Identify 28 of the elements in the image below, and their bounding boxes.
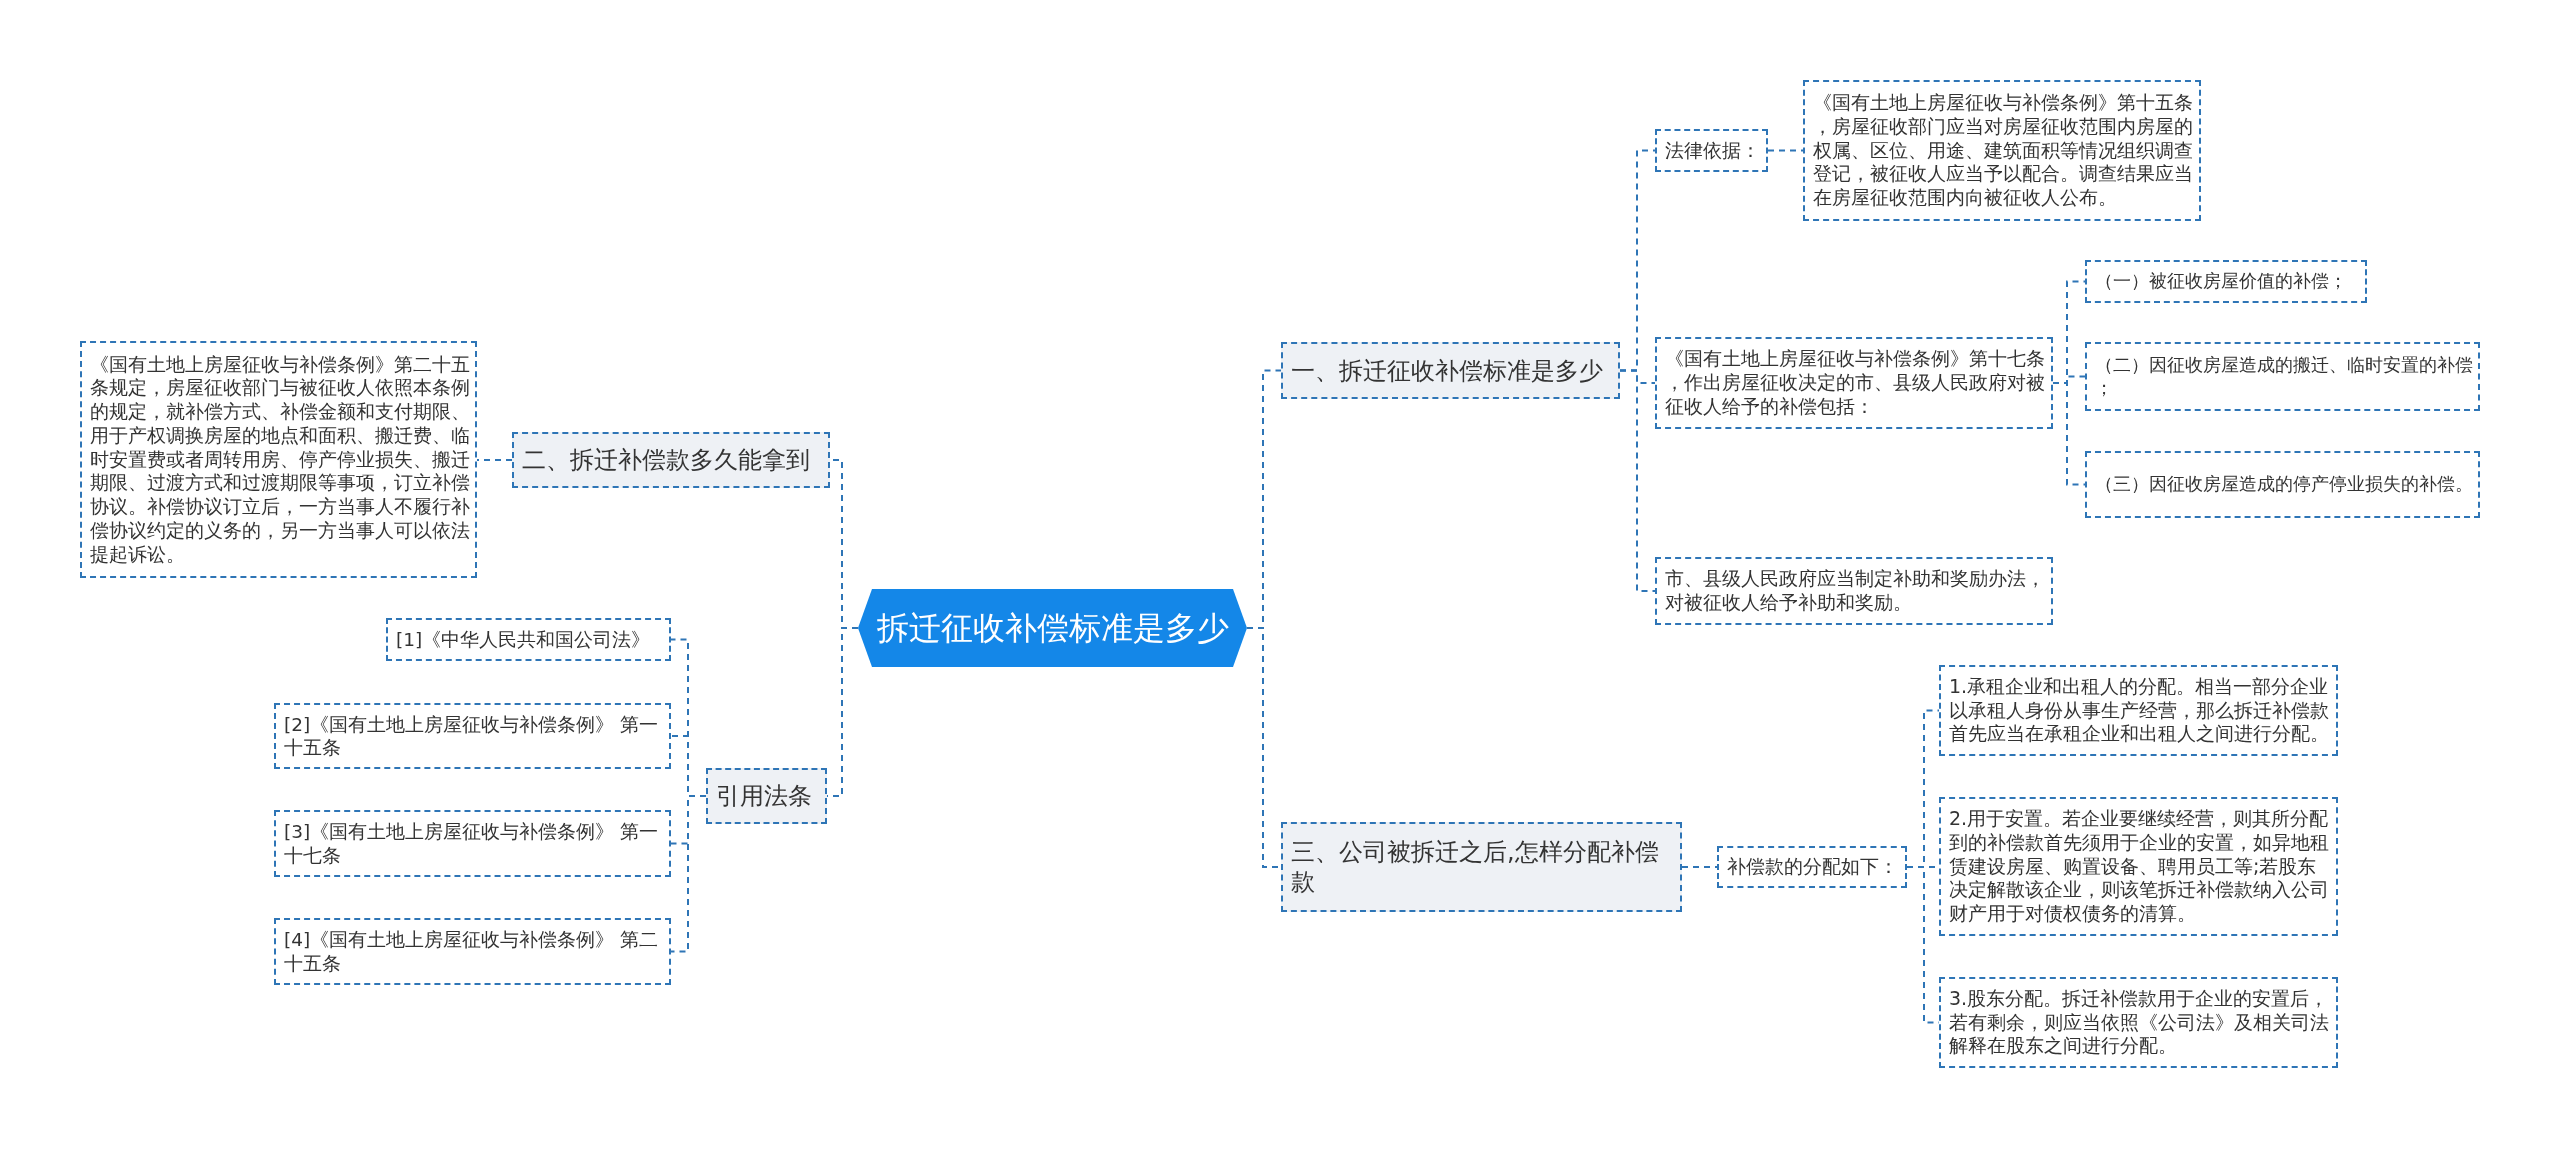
connector-line (1767, 149, 1804, 152)
connector-line (2052, 382, 2086, 486)
central-topic-hexagon: 拆迁征收补偿标准是多少 (858, 589, 1247, 667)
connector-line (1681, 866, 1718, 868)
text-box: [1]《中华人民共和国公司法》 (386, 618, 671, 661)
text-box: （二）因征收房屋造成的搬迁、临时安置的补偿； (2085, 342, 2480, 411)
text-box: 法律依据： (1655, 129, 1768, 172)
text-box: [3]《国有土地上房屋征收与补偿条例》 第一十七条 (274, 810, 671, 877)
topic-box: 二、拆迁补偿款多久能拿到 (512, 432, 830, 488)
connector-line (476, 459, 513, 461)
text-box: 3.股东分配。拆迁补偿款用于企业的安置后，若有剩余，则应当依照《公司法》及相关司法解释在股东之间进行分配。 (1939, 977, 2338, 1068)
text-box: [2]《国有土地上房屋征收与补偿条例》 第一十五条 (274, 703, 671, 769)
connector-line (826, 627, 859, 797)
text-box: 2.用于安置。若企业要继续经营，则其所分配到的补偿款首先须用于企业的安置，如异地租赁建设房屋、购置设备、聘用员工等;若股东决定解散该企业，则该笔拆迁补偿款纳入公司财产用于对债权债务的清算。 (1939, 797, 2338, 936)
text-box: 《国有土地上房屋征收与补偿条例》第十五条，房屋征收部门应当对房屋征收范围内房屋的权属、区位、用途、建筑面积等情况组织调查登记，被征收人应当予以配合。调查结果应当在房屋征收范围内向被征收人公布。 (1803, 80, 2201, 221)
text-box: 市、县级人民政府应当制定补助和奖励办法，对被征收人给予补助和奖励。 (1655, 557, 2053, 625)
topic-box: 引用法条 (706, 768, 827, 824)
text-box: 1.承租企业和出租人的分配。相当一部分企业以承租人身份从事生产经营，那么拆迁补偿款首先应当在承租企业和出租人之间进行分配。 (1939, 665, 2338, 756)
text-box: （三）因征收房屋造成的停产停业损失的补偿。 (2085, 451, 2480, 518)
topic-box: 三、公司被拆迁之后,怎样分配补偿款 (1281, 822, 1682, 912)
text-box: 《国有土地上房屋征收与补偿条例》第十七条，作出房屋征收决定的市、县级人民政府对被征收人给予的补偿包括： (1655, 337, 2053, 429)
topic-box: 一、拆迁征收补偿标准是多少 (1281, 342, 1620, 399)
text-box: 《国有土地上房屋征收与补偿条例》第二十五条规定，房屋征收部门与被征收人依照本条例的规定，就补偿方式、补偿金额和支付期限、用于产权调换房屋的地点和面积、搬迁费、临时安置费或者周转用房、停产停业损失、搬迁期限、过渡方式和过渡期限等事项，订立补偿协议。补偿协议订立后，一方当事人不履行补偿协议约定的义务的，另一方当事人可以依法提起诉讼。 (80, 341, 477, 578)
connector-line (1619, 369, 1656, 592)
connector-line (670, 795, 707, 953)
text-box: [4]《国有土地上房屋征收与补偿条例》 第二十五条 (274, 918, 671, 985)
text-box: （一）被征收房屋价值的补偿； (2085, 260, 2367, 303)
text-box: 补偿款的分配如下： (1717, 846, 1907, 888)
